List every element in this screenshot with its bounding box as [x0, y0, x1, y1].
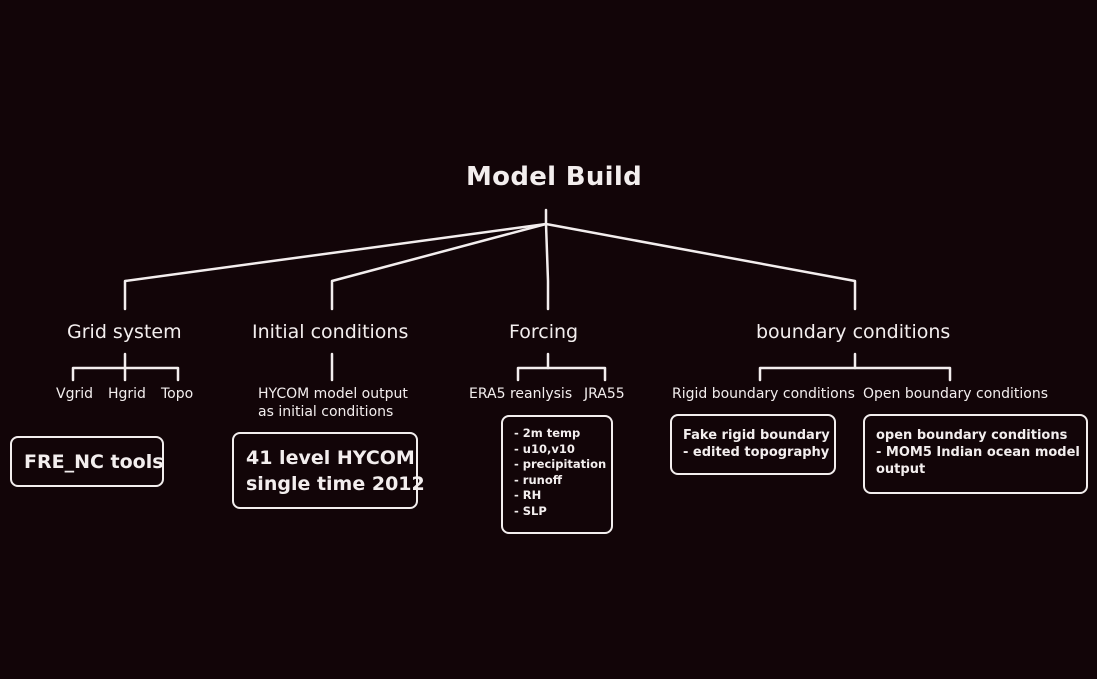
initial-box-line-2: single time 2012: [246, 473, 425, 495]
open-box-line-2: - MOM5 Indian ocean model: [876, 445, 1080, 460]
initial-box-line-1: 41 level HYCOM: [246, 447, 415, 469]
category-initial-conditions[interactable]: Initial conditions: [252, 321, 409, 343]
grid-tool-box[interactable]: FRE_NC tools: [10, 436, 164, 487]
forcing-item-jra55[interactable]: JRA55: [584, 386, 625, 402]
boundary-item-open[interactable]: Open boundary conditions: [863, 386, 1049, 402]
boundary-bracket: [758, 366, 952, 382]
branch-boundary: [544, 222, 857, 311]
forcing-var-runoff: - runoff: [514, 472, 563, 487]
forcing-var-rh: - RH: [514, 488, 542, 502]
forcing-variables-box[interactable]: - 2m temp - u10,v10 - precipitation - ru…: [501, 415, 613, 534]
branch-grid: [123, 222, 548, 311]
rigid-box-line-2: - edited topography: [683, 445, 830, 460]
open-box-line-1: open boundary conditions: [876, 428, 1068, 443]
branch-forcing: [544, 222, 550, 311]
rigid-boundary-box[interactable]: Fake rigid boundary - edited topography: [670, 414, 836, 475]
forcing-var-wind: - u10,v10: [514, 441, 575, 456]
grid-item-hgrid[interactable]: Hgrid: [108, 386, 146, 402]
forcing-var-2m-temp: - 2m temp: [514, 426, 581, 440]
initial-sub-line-1[interactable]: HYCOM model output: [258, 386, 408, 402]
grid-item-vgrid[interactable]: Vgrid: [56, 386, 93, 402]
initial-hycom-box[interactable]: 41 level HYCOM single time 2012: [232, 432, 425, 509]
open-box-line-3: output: [876, 462, 926, 477]
forcing-var-slp: - SLP: [514, 503, 547, 518]
initial-sub-line-2[interactable]: as initial conditions: [258, 404, 394, 420]
forcing-var-precipitation: - precipitation: [514, 457, 607, 471]
root-title[interactable]: Model Build: [466, 162, 643, 192]
boundary-item-rigid[interactable]: Rigid boundary conditions: [672, 386, 855, 402]
branch-initial: [330, 222, 548, 311]
forcing-item-era5[interactable]: ERA5 reanlysis: [469, 386, 573, 402]
open-boundary-box[interactable]: open boundary conditions - MOM5 Indian o…: [863, 414, 1088, 494]
forcing-bracket: [516, 366, 607, 382]
grid-tool-text: FRE_NC tools: [24, 451, 164, 473]
category-forcing[interactable]: Forcing: [509, 321, 579, 343]
grid-item-topo[interactable]: Topo: [161, 386, 194, 402]
category-grid-system[interactable]: Grid system: [67, 321, 182, 343]
category-boundary-conditions[interactable]: boundary conditions: [756, 321, 951, 343]
rigid-box-line-1: Fake rigid boundary: [683, 428, 830, 443]
